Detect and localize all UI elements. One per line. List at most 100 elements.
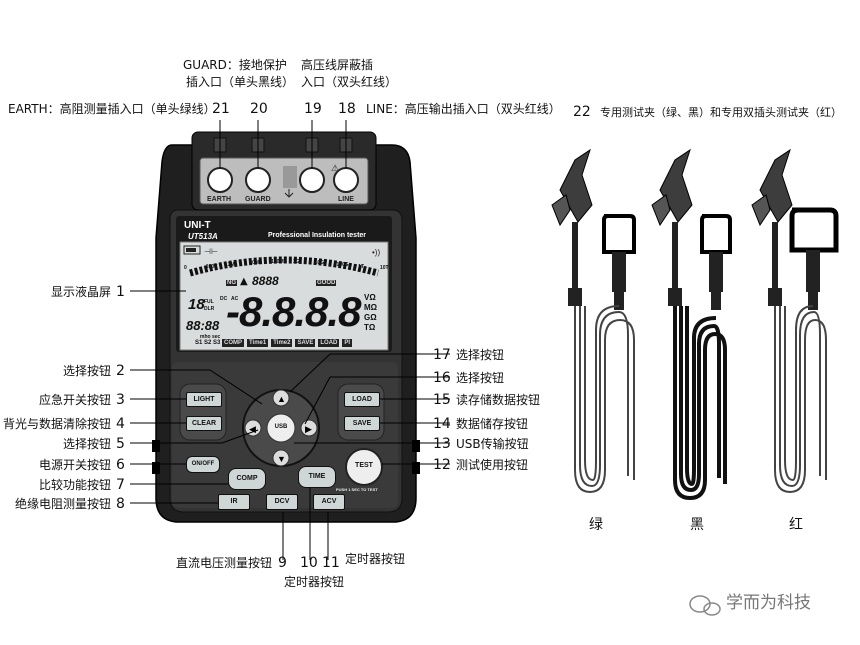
leader-line	[209, 369, 263, 405]
light-button[interactable]: LIGHT	[186, 392, 222, 407]
lcd-ind-s2: S2	[204, 340, 212, 346]
guard-label-line1: GUARD：接地保护	[183, 58, 287, 72]
device-subtitle: Professional Insulation tester	[268, 232, 367, 239]
chevron-left-icon: ◀	[249, 424, 256, 434]
left-callout-text: 选择按钮	[62, 364, 111, 378]
comp-button[interactable]: COMP	[228, 468, 266, 490]
lcd-scale-tick: 100G	[336, 262, 349, 268]
leader-line	[289, 353, 331, 393]
beeper-icon: •))	[372, 248, 380, 257]
warning-icon: ⚠	[331, 163, 339, 173]
ir-button[interactable]: IR	[218, 494, 250, 510]
callout-21: 21	[212, 101, 230, 117]
lcd-scale-tick: 1M	[227, 262, 235, 268]
lcd-mode-box: PI	[342, 339, 353, 347]
red-clip	[751, 148, 839, 494]
lcd-unit-mohm: MΩ	[364, 303, 378, 312]
nav-left	[244, 419, 262, 437]
right-callout-text: 选择按钮	[456, 348, 505, 362]
lcd-scale-tick: 10G	[314, 260, 325, 267]
lcd-unit-tohm: TΩ	[364, 323, 376, 332]
left-callout-text: 选择按钮	[62, 437, 111, 451]
shield-label-line2: 入口（双头红线）	[301, 75, 398, 89]
lcd-time-digits: 88:88	[186, 318, 220, 333]
time-button[interactable]: TIME	[298, 466, 336, 488]
callout-9: 9	[278, 555, 287, 571]
usb-button[interactable]: USB	[274, 424, 288, 430]
acv-button[interactable]: ACV	[313, 494, 345, 510]
callout-18: 18	[338, 101, 356, 117]
onoff-button[interactable]: ON/OFF	[186, 456, 220, 473]
lcd-ind-sec: sec	[212, 334, 221, 340]
left-callout-text: 绝缘电阻测量按钮	[14, 497, 111, 511]
shield-port	[299, 167, 325, 193]
earth-port	[207, 167, 233, 193]
left-callout-number: 8	[116, 496, 125, 512]
lcd-unit-gohm: GΩ	[364, 313, 377, 322]
arrow-down-icon	[284, 189, 294, 198]
lcd-small-digits: 8888	[252, 274, 279, 288]
port-label-line: LINE	[338, 196, 354, 203]
leader-line	[221, 429, 259, 444]
left-callout-number: 3	[116, 392, 125, 408]
lcd-units: VΩ MΩ GΩ TΩ	[364, 293, 386, 333]
left-callout-number: 6	[116, 457, 125, 473]
earth-label: EARTH：高阻测量插入口（单头绿线）	[8, 102, 216, 116]
right-callout-number: 16	[433, 370, 451, 386]
brand-logo: UNI-T	[184, 220, 211, 231]
left-callout-text: 背光与数据清除按钮	[2, 417, 111, 431]
port-label-guard: GUARD	[245, 196, 271, 203]
right-callout-text: 数据储存按钮	[456, 417, 529, 431]
green-clip	[551, 148, 636, 494]
lcd-ind-ac: AC	[231, 296, 239, 302]
model-name: UT513A	[188, 232, 218, 241]
timer-label-right: 定时器按钮	[345, 552, 406, 566]
right-callout-text: 测试使用按钮	[456, 458, 529, 472]
load-button[interactable]: LOAD	[344, 392, 380, 407]
lcd-scale-tick: 1G	[292, 258, 300, 265]
lcd-scale-tick: 10T	[380, 265, 389, 272]
callout-11: 11	[322, 555, 340, 571]
left-callout-number: 1	[116, 284, 125, 300]
test-button-circle	[345, 448, 383, 486]
callout-19: 19	[304, 101, 322, 117]
port-warning-text	[283, 166, 297, 188]
test-button[interactable]: TEST	[355, 462, 373, 469]
lcd-scale-tick: 1T	[358, 263, 365, 270]
left-callout-text: 比较功能按钮	[38, 478, 111, 492]
left-callout-number: 7	[116, 477, 125, 493]
lcd-mode-box: Time2	[271, 339, 293, 347]
lcd-scale-tick: 10M	[249, 260, 260, 267]
lcd-ind-mho: mho	[200, 334, 211, 340]
clear-button[interactable]: CLEAR	[186, 416, 222, 431]
lcd-ind-s3: S3	[213, 340, 221, 346]
black-clip	[651, 148, 732, 501]
callout-22: 22	[573, 104, 591, 120]
wechat-icon	[689, 595, 721, 616]
leader-line	[304, 376, 331, 425]
lcd-scale-tick: 100K	[205, 263, 218, 270]
clips-label: 专用测试夹（绿、黑）和专用双插头测试夹（红）	[600, 106, 842, 119]
dcv-button[interactable]: DCV	[266, 494, 298, 510]
shield-label-line1: 高压线屏蔽插	[301, 58, 374, 72]
watermark-text: 学而为科技	[726, 593, 811, 613]
left-callout-number: 2	[116, 363, 125, 379]
chevron-right-icon: ▶	[305, 424, 312, 434]
usb-button-circle	[266, 413, 296, 443]
lcd-ind-dlr: DLR	[204, 306, 215, 312]
left-callout-text: 电源开关按钮	[38, 458, 111, 472]
nav-up	[272, 389, 290, 407]
clip-caption-black: 黑	[690, 517, 704, 533]
svg-text:⊣⊢: ⊣⊢	[204, 247, 218, 256]
right-callout-number: 15	[433, 392, 451, 408]
dcv-label: 直流电压测量按钮	[176, 556, 273, 570]
left-callout-number: 4	[116, 416, 125, 432]
right-callout-number: 12	[433, 457, 451, 473]
lcd-ind-s1: S1	[195, 340, 203, 346]
right-callout-text: 选择按钮	[456, 371, 505, 385]
save-button[interactable]: SAVE	[344, 416, 380, 431]
lcd-scale-tick: 0	[184, 265, 187, 272]
lcd-mode-box: LOAD	[318, 339, 340, 347]
